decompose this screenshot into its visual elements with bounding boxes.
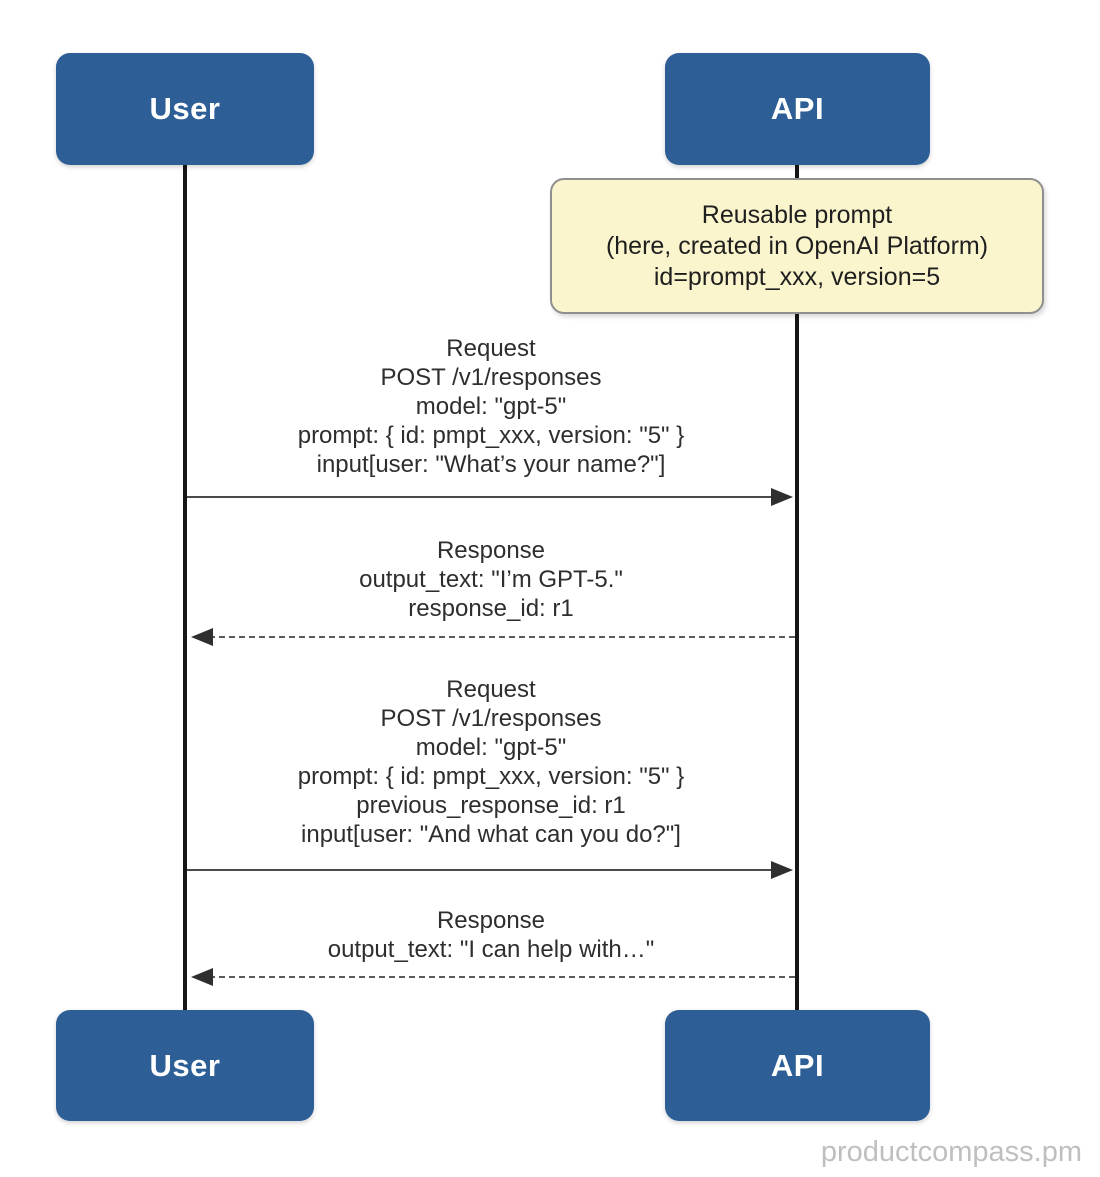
arrowhead-right-icon <box>771 488 793 506</box>
actor-user-top: User <box>56 53 314 165</box>
arrow-request-2 <box>187 861 793 879</box>
message-line: output_text: "I’m GPT-5." <box>359 566 623 593</box>
message-line: Response <box>436 907 546 934</box>
lifeline-user <box>183 165 187 1012</box>
arrow-line <box>187 869 781 871</box>
message-line: Request <box>446 335 536 362</box>
arrow-line-dashed <box>209 976 795 978</box>
message-line: previous_response_id: r1 <box>356 792 626 819</box>
note-line: id=prompt_xxx, version=5 <box>653 262 941 291</box>
message-line: POST /v1/responses <box>380 364 602 391</box>
arrowhead-left-icon <box>191 968 213 986</box>
arrow-request-1 <box>187 488 793 506</box>
message-line: output_text: "I can help with…" <box>327 936 655 963</box>
message-request-1: Request POST /v1/responses model: "gpt-5… <box>186 334 796 479</box>
watermark-text: productcompass.pm <box>820 1136 1082 1168</box>
message-response-1: Response output_text: "I’m GPT-5." respo… <box>186 536 796 623</box>
actor-api-bottom: API <box>665 1010 930 1121</box>
arrow-response-1 <box>191 628 795 646</box>
message-line: prompt: { id: pmpt_xxx, version: "5" } <box>297 763 685 790</box>
actor-api-top: API <box>665 53 930 165</box>
arrow-response-2 <box>191 968 795 986</box>
message-line: Request <box>446 676 536 703</box>
message-line: input[user: "And what can you do?"] <box>301 821 681 848</box>
message-line: input[user: "What’s your name?"] <box>316 451 666 478</box>
lifeline-api <box>795 165 799 1012</box>
message-line: prompt: { id: pmpt_xxx, version: "5" } <box>297 422 685 449</box>
note-reusable-prompt: Reusable prompt (here, created in OpenAI… <box>550 178 1044 314</box>
note-line: (here, created in OpenAI Platform) <box>605 231 989 260</box>
arrowhead-right-icon <box>771 861 793 879</box>
note-line: Reusable prompt <box>701 200 893 229</box>
message-line: model: "gpt-5" <box>415 734 567 761</box>
message-line: model: "gpt-5" <box>415 393 567 420</box>
message-line: Response <box>436 537 546 564</box>
actor-user-bottom: User <box>56 1010 314 1121</box>
message-request-2: Request POST /v1/responses model: "gpt-5… <box>186 675 796 849</box>
message-line: response_id: r1 <box>408 595 574 622</box>
message-response-2: Response output_text: "I can help with…" <box>186 906 796 964</box>
arrowhead-left-icon <box>191 628 213 646</box>
arrow-line-dashed <box>209 636 795 638</box>
message-line: POST /v1/responses <box>380 705 602 732</box>
arrow-line <box>187 496 781 498</box>
